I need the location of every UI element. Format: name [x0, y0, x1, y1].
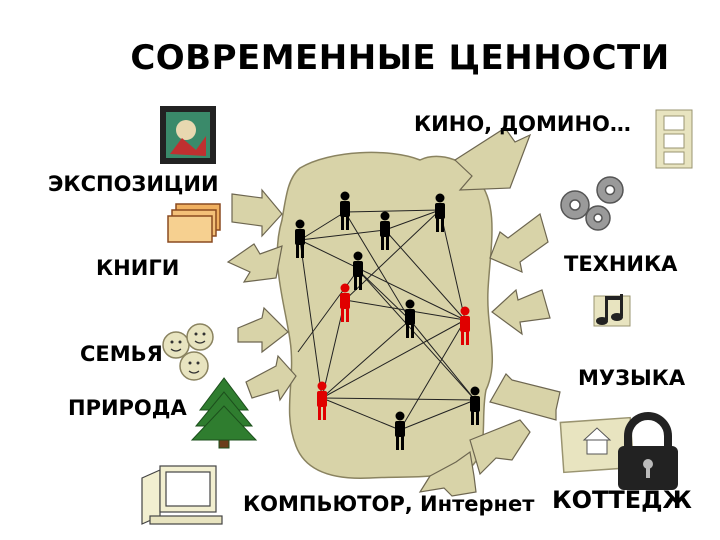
arrow-bottom-right: [469, 419, 531, 476]
family-faces-icon: [162, 323, 214, 381]
gears-icon: [560, 176, 624, 231]
label-ekspozicii: ЭКСПОЗИЦИИ: [48, 172, 219, 196]
padlock-icon: [618, 412, 678, 490]
painting-icon: [160, 106, 216, 164]
label-knigi: КНИГИ: [96, 256, 180, 280]
film-strip-icon: [655, 109, 693, 169]
page-title: СОВРЕМЕННЫЕ ЦЕННОСТИ: [130, 38, 670, 78]
label-kino-domino: КИНО, ДОМИНО…: [414, 112, 631, 136]
label-priroda: ПРИРОДА: [68, 396, 187, 420]
music-notes-icon: [593, 294, 631, 327]
society-blob: [276, 151, 494, 479]
connection-lines: [297, 209, 476, 431]
arrow-left-mid: [226, 243, 283, 283]
arrow-right-mid: [491, 288, 551, 336]
house-card-icon: [559, 416, 635, 474]
tree-icon: [190, 377, 258, 449]
arrow-top-left: [231, 188, 283, 238]
label-semya: СЕМЬЯ: [80, 342, 163, 366]
arrow-top-right: [454, 127, 532, 191]
arrow-left-bottom: [245, 354, 297, 402]
label-tehnika: ТЕХНИКА: [564, 252, 678, 276]
label-muzyka: МУЗЫКА: [578, 366, 686, 390]
arrows: [226, 127, 561, 497]
label-kottedzh: КОТТЕДЖ: [552, 486, 692, 514]
arrow-right-top: [489, 212, 549, 274]
cards-icon: [167, 203, 221, 243]
arrow-right-low: [489, 373, 561, 421]
computer-icon: [141, 465, 223, 525]
arrow-left-lower: [237, 306, 289, 354]
arrow-bottom: [418, 450, 477, 497]
label-kompyuter-internet: КОМПЬЮТОР, Интернет: [243, 492, 535, 516]
